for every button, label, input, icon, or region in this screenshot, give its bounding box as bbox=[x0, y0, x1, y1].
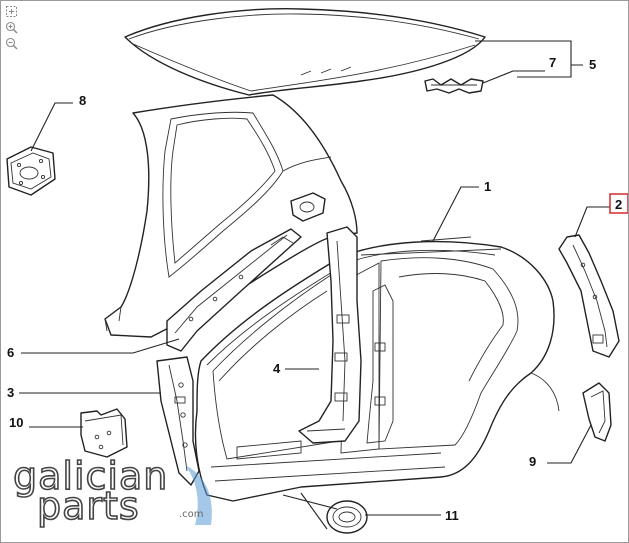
callout-3[interactable]: 3 bbox=[7, 385, 14, 400]
callout-7[interactable]: 7 bbox=[549, 55, 556, 70]
logo-word-galician: galician bbox=[12, 454, 169, 498]
callout-4[interactable]: 4 bbox=[273, 361, 281, 376]
galicianparts-watermark-logo: galician parts .com bbox=[12, 454, 213, 528]
zoom-toolbar bbox=[5, 5, 19, 53]
leader-lines bbox=[19, 40, 611, 530]
logo-word-parts: parts bbox=[36, 484, 140, 528]
callout-9[interactable]: 9 bbox=[529, 454, 536, 469]
rubber-grommet[interactable] bbox=[326, 500, 368, 534]
b-pillar-inner[interactable] bbox=[298, 226, 394, 444]
rear-pillar-reinforcement[interactable] bbox=[166, 228, 302, 352]
callout-2[interactable]: 2 bbox=[615, 197, 622, 212]
fit-to-screen-icon[interactable] bbox=[5, 5, 18, 18]
logo-domain-suffix: .com bbox=[179, 509, 204, 520]
callout-labels: 1 2 3 4 5 6 7 8 9 10 11 bbox=[7, 55, 628, 523]
logo-swoosh-icon bbox=[185, 465, 212, 525]
zoom-in-icon[interactable] bbox=[5, 21, 18, 34]
callout-8[interactable]: 8 bbox=[79, 93, 86, 108]
roof-panel[interactable] bbox=[124, 8, 486, 96]
callout-10[interactable]: 10 bbox=[9, 415, 23, 430]
callout-1[interactable]: 1 bbox=[484, 179, 491, 194]
rear-pillar-bracket[interactable] bbox=[582, 382, 612, 442]
fuel-filler-flap[interactable] bbox=[6, 146, 56, 196]
zoom-out-icon[interactable] bbox=[5, 37, 18, 50]
roof-rail-clip[interactable] bbox=[424, 78, 484, 94]
rear-wheelarch-bracket[interactable] bbox=[558, 234, 620, 358]
callout-6[interactable]: 6 bbox=[7, 345, 14, 360]
inner-side-panel[interactable] bbox=[104, 94, 358, 338]
callout-5[interactable]: 5 bbox=[589, 57, 596, 72]
mounting-bracket[interactable] bbox=[80, 408, 128, 458]
callout-11[interactable]: 11 bbox=[445, 508, 459, 523]
callout-2-highlight-box bbox=[609, 193, 628, 214]
